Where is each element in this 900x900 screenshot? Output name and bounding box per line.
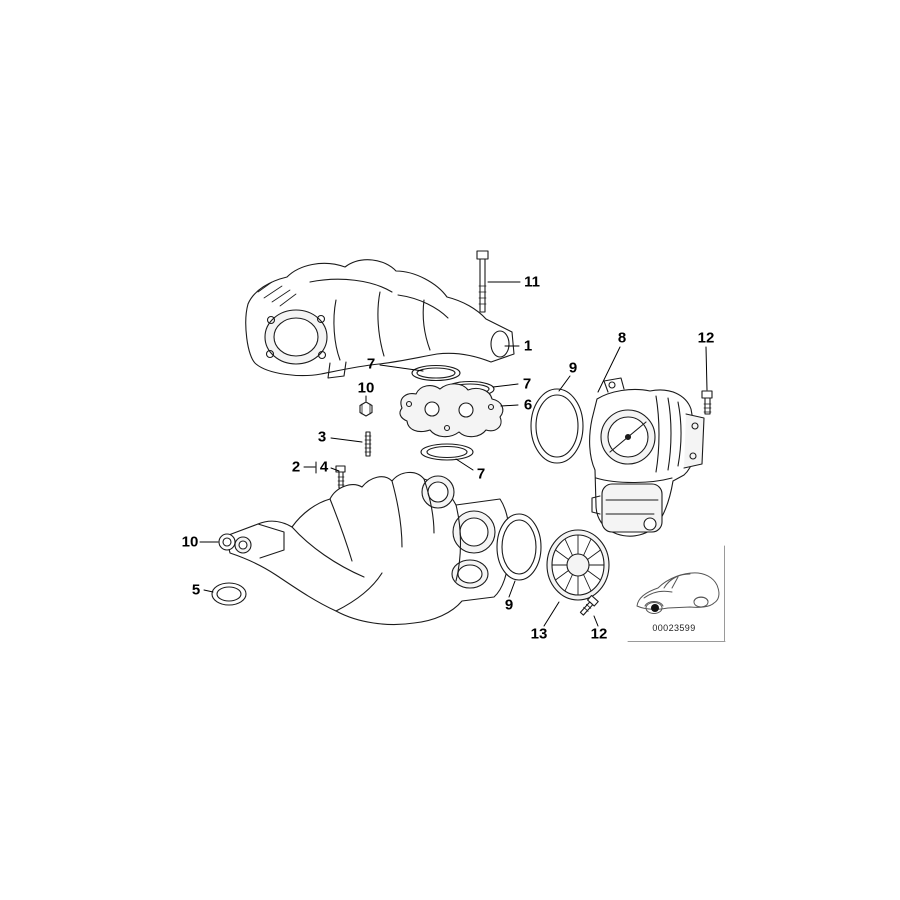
part-oring-7-upper-left [411, 364, 461, 382]
callout-12-screw-upper: 12 [697, 329, 715, 347]
callout-3-stud: 3 [317, 428, 327, 446]
leader-lines [199, 281, 708, 627]
car-thumbnail [636, 572, 720, 614]
callout-7-oring-middle: 7 [476, 465, 486, 483]
callout-10-nut: 10 [357, 379, 375, 397]
part-profile-gasket-5 [211, 582, 247, 606]
callout-7-oring-upper-right: 7 [522, 375, 532, 393]
callout-6-flange-plate: 6 [523, 396, 533, 414]
callout-5-profile-gasket: 5 [191, 581, 201, 599]
part-flange-plate-6 [399, 383, 504, 438]
part-stud-3 [364, 431, 372, 457]
part-throttle-body-8 [589, 377, 705, 537]
callout-9-oring-lower: 9 [504, 596, 514, 614]
callout-13-adapter-flange: 13 [530, 625, 548, 643]
part-lower-manifold [225, 471, 511, 625]
callout-7-oring-upper-left: 7 [366, 355, 376, 373]
part-screw-12-upper [701, 390, 713, 415]
callout-4-small-bolt: 4 [319, 458, 329, 476]
callout-9-oring-throttle: 9 [568, 359, 578, 377]
thumbnail-frame [627, 545, 726, 642]
part-upper-manifold [245, 259, 515, 379]
part-nut-10 [359, 401, 373, 417]
part-oring-7-middle [420, 443, 474, 461]
part-long-bolt-11 [476, 250, 489, 313]
callout-11-long-bolt: 11 [524, 273, 540, 291]
callout-10-cap: 10 [181, 533, 199, 551]
callout-8-throttle-body: 8 [617, 329, 627, 347]
part-screw-12-lower [579, 594, 599, 616]
part-adapter-flange-13 [546, 529, 610, 601]
part-oring-9-lower [496, 513, 542, 581]
drawing-number: 00023599 [652, 623, 696, 633]
callout-1-upper-manifold: 1 [523, 337, 533, 355]
part-cap-10 [218, 533, 236, 551]
part-small-bolt-4 [335, 465, 346, 489]
part-oring-9-throttle [530, 388, 584, 464]
callout-12-screw-lower: 12 [590, 625, 608, 643]
callout-2-assembly: 2 [291, 458, 301, 476]
